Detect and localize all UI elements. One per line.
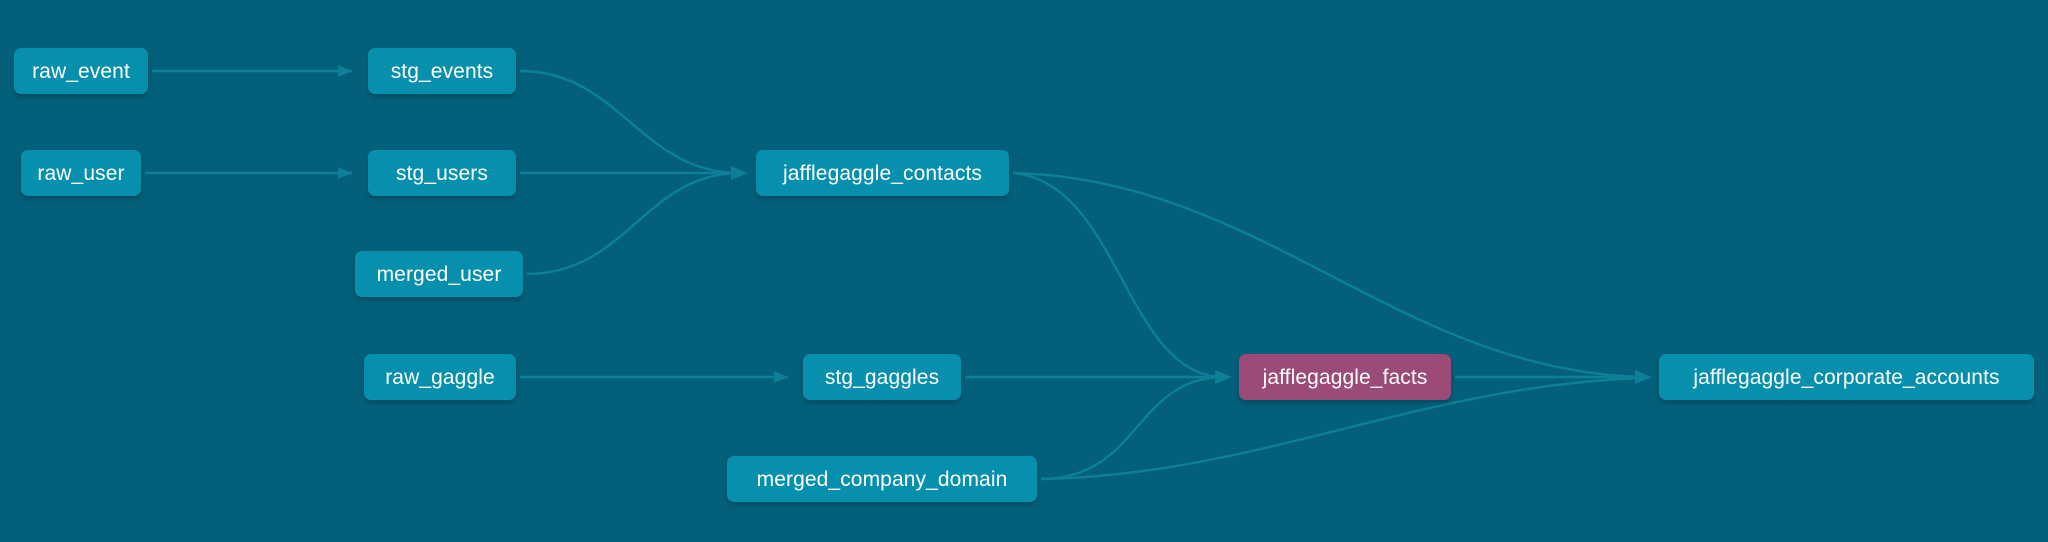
arrowhead-stg_users — [338, 167, 352, 179]
node-stg_gaggles[interactable]: stg_gaggles — [803, 354, 961, 400]
edge-stg_events-jafflegaggle_contacts — [519, 69, 741, 175]
arrowhead-jafflegaggle_facts — [1215, 370, 1232, 384]
arrowhead-stg_gaggles — [774, 371, 788, 383]
arrowhead-jafflegaggle_corporate_accounts — [1635, 370, 1652, 384]
node-stg_users[interactable]: stg_users — [368, 150, 516, 196]
node-raw_gaggle[interactable]: raw_gaggle — [364, 354, 516, 400]
node-label: stg_gaggles — [824, 365, 940, 389]
node-jafflegaggle_contacts[interactable]: jafflegaggle_contacts — [756, 150, 1009, 196]
node-label: stg_users — [396, 161, 488, 185]
node-label: raw_event — [32, 59, 130, 83]
node-merged_user[interactable]: merged_user — [355, 251, 523, 297]
edge-merged_user-jafflegaggle_contacts — [526, 171, 741, 276]
node-label: jafflegaggle_facts — [1262, 365, 1428, 389]
node-label: raw_gaggle — [385, 365, 495, 389]
edge-merged_company_domain-jafflegaggle_facts — [1040, 375, 1225, 481]
node-label: merged_user — [376, 262, 502, 286]
node-label: raw_user — [37, 161, 125, 185]
node-label: merged_company_domain — [756, 467, 1008, 491]
edge-jafflegaggle_contacts-jafflegaggle_facts — [1012, 171, 1225, 379]
node-raw_event[interactable]: raw_event — [14, 48, 148, 94]
node-label: jafflegaggle_corporate_accounts — [1693, 365, 2000, 389]
node-jafflegaggle_corporate_accounts[interactable]: jafflegaggle_corporate_accounts — [1659, 354, 2034, 400]
node-jafflegaggle_facts[interactable]: jafflegaggle_facts — [1239, 354, 1451, 400]
node-stg_events[interactable]: stg_events — [368, 48, 516, 94]
edge-jafflegaggle_contacts-jafflegaggle_corporate_accounts — [1012, 171, 1645, 379]
node-label: jafflegaggle_contacts — [782, 161, 983, 185]
node-raw_user[interactable]: raw_user — [21, 150, 141, 196]
node-merged_company_domain[interactable]: merged_company_domain — [727, 456, 1037, 502]
arrowhead-jafflegaggle_contacts — [731, 166, 748, 180]
arrowhead-stg_events — [338, 65, 352, 77]
node-label: stg_events — [390, 59, 494, 83]
